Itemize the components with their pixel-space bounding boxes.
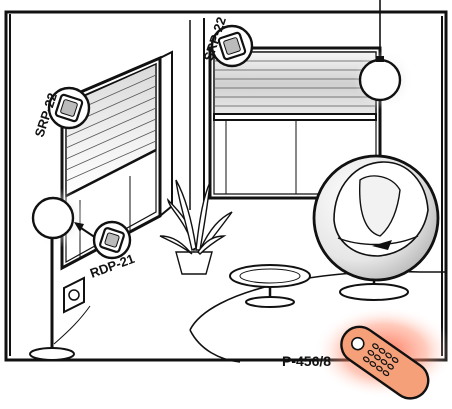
right-blind-module: SRP-22 (201, 15, 252, 66)
egg-chair-icon (314, 156, 438, 300)
coffee-table (230, 265, 310, 307)
floor-lamp-icon (28, 188, 90, 360)
remote-control: P-456/8 (282, 306, 452, 405)
remote-control-label: P-456/8 (282, 353, 331, 369)
wall-socket-icon (64, 278, 84, 312)
